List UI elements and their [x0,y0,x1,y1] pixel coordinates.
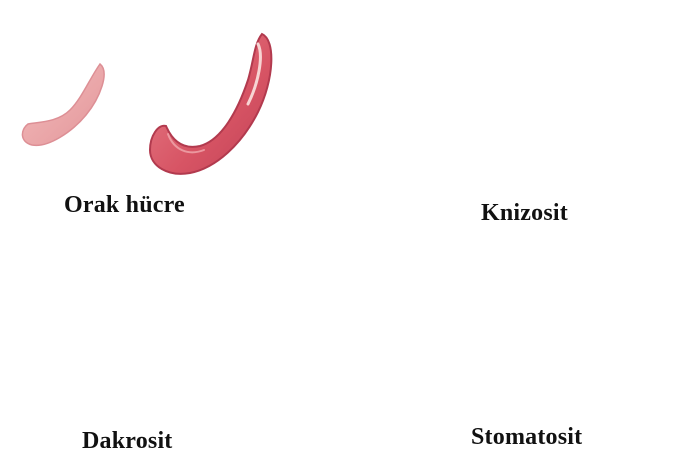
sickle-cell-small [22,64,104,145]
label-sickle-cell: Orak hücre [64,192,185,219]
label-stomatocyte: Stomatosit [471,424,582,451]
sickle-cell-large [150,34,271,174]
label-knizocyte: Knizosit [481,200,568,227]
label-dacrocyte: Dakrosit [82,428,173,455]
